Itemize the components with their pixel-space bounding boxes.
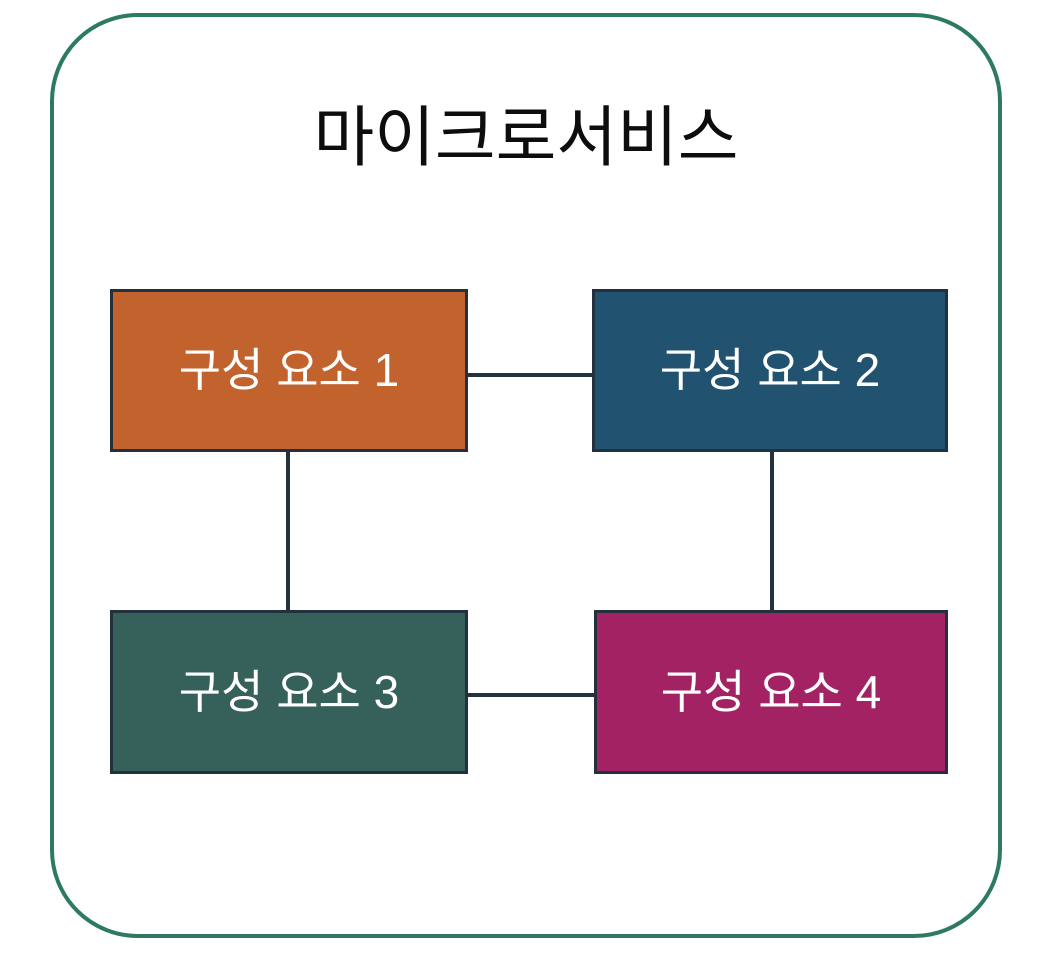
connector-component-1-to-component-3 (286, 450, 290, 612)
node-component-1[interactable]: 구성 요소 1 (110, 289, 468, 452)
node-component-4[interactable]: 구성 요소 4 (594, 610, 948, 774)
node-component-4-label: 구성 요소 4 (660, 665, 882, 718)
node-component-2-label: 구성 요소 2 (659, 344, 881, 397)
node-component-3[interactable]: 구성 요소 3 (110, 610, 468, 774)
microservices-boundary (50, 13, 1002, 938)
node-component-2[interactable]: 구성 요소 2 (592, 289, 948, 452)
connector-component-2-to-component-4 (770, 450, 774, 612)
node-component-1-label: 구성 요소 1 (178, 344, 400, 397)
node-component-3-label: 구성 요소 3 (178, 665, 400, 718)
diagram-title: 마이크로서비스 (313, 100, 739, 174)
connector-component-3-to-component-4 (468, 693, 594, 697)
connector-component-1-to-component-2 (468, 373, 592, 377)
